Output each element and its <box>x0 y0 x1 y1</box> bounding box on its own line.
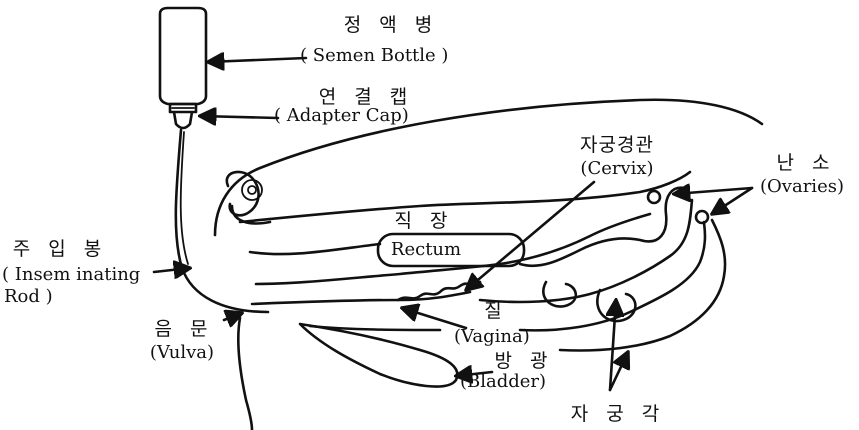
rod-label-ko: 주 입 봉 <box>13 240 108 259</box>
vagina-label-en: (Vagina) <box>454 328 530 346</box>
ovaries-label-ko: 난 소 <box>777 154 836 173</box>
semen-bottle <box>160 8 206 104</box>
adapter-cap-label-en: ( Adapter Cap) <box>274 107 409 125</box>
bladder <box>300 324 457 387</box>
uterine-horn-loop-a <box>543 282 575 307</box>
uterine-horn-label-ko: 자 궁 각 <box>571 405 666 424</box>
cervix-label-ko: 자궁경관 <box>580 136 654 155</box>
rectum-label-ko: 직 장 <box>395 212 454 231</box>
bladder-label-en: (Bladder) <box>460 373 546 391</box>
ovary-1 <box>648 191 660 203</box>
semen-bottle-label-en: ( Semen Bottle ) <box>300 47 448 65</box>
ovary-2 <box>696 211 708 223</box>
semen-bottle-label-ko: 정 액 병 <box>344 16 439 35</box>
rod-label-en-line2: Rod ) <box>4 288 53 306</box>
rod-label-en-line1: ( Insem inating <box>2 266 140 284</box>
vagina-label-ko: 질 <box>484 302 507 321</box>
rectum-tube <box>240 172 690 222</box>
inseminating-rod-tip <box>181 132 188 264</box>
vulva-label-en: (Vulva) <box>150 344 214 362</box>
vulva-label-ko: 음 문 <box>155 320 214 339</box>
ovaries-label-en: (Ovaries) <box>760 178 844 196</box>
rectum-label-en: Rectum <box>391 241 461 259</box>
cervix-label-en: (Cervix) <box>580 160 653 178</box>
vulva-outline <box>238 318 252 430</box>
bladder-label-ko: 방 광 <box>495 352 554 371</box>
